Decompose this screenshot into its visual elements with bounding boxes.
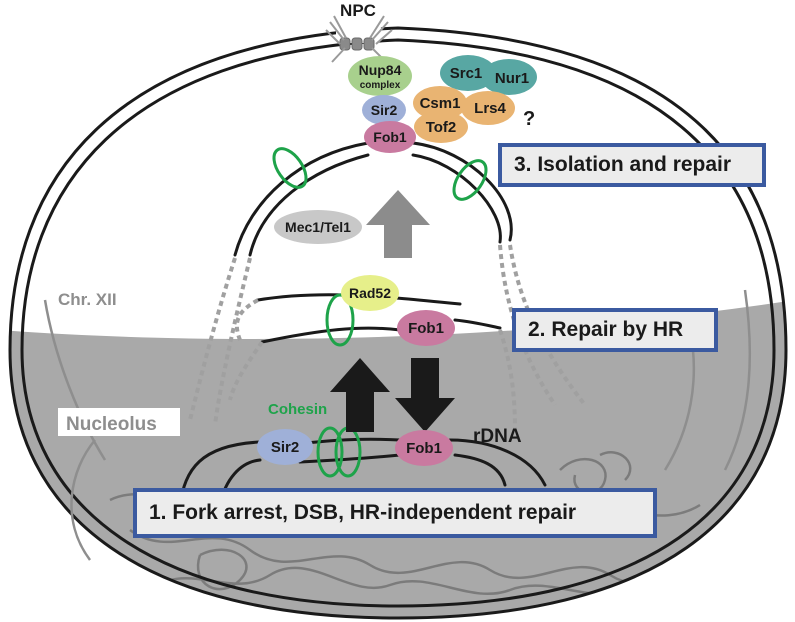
nup84-label: Nup84: [359, 62, 402, 78]
sir2-bottom-bubble: [257, 429, 313, 465]
csm1-bubble: [413, 86, 467, 120]
sir2-top-bubble: [362, 95, 406, 125]
nuclear-envelope-inner: [20, 38, 776, 608]
step-3-label: 3. Isolation and repair: [514, 153, 732, 176]
question-mark: ?: [523, 108, 535, 130]
nur1-bubble: [481, 59, 537, 95]
sir2-top-label: Sir2: [371, 102, 398, 118]
nup84-complex-bubble: [348, 56, 412, 96]
fob1-bottom-bubble: [395, 430, 453, 466]
rdna-label: rDNA: [473, 426, 522, 447]
cohesin-label: Cohesin: [268, 401, 327, 418]
tof2-label: Tof2: [426, 119, 457, 136]
fob1-mid-bubble: [397, 310, 455, 346]
step-2-box: 2. Repair by HR: [512, 308, 718, 352]
rad52-bubble: [341, 275, 399, 311]
tof2-bubble: [414, 111, 468, 143]
src1-label: Src1: [450, 65, 483, 82]
fob1-top-bubble: [364, 121, 416, 153]
nucleolus-label-bg: [58, 408, 180, 436]
fob1-mid-label: Fob1: [408, 320, 444, 337]
csm1-label: Csm1: [420, 95, 461, 112]
rad52-label: Rad52: [349, 285, 391, 301]
nup84-complex-label: complex: [360, 80, 401, 91]
fob1-top-label: Fob1: [373, 129, 407, 145]
mec1-tel1-label: Mec1/Tel1: [285, 219, 351, 235]
step-3-box: 3. Isolation and repair: [498, 143, 766, 187]
nur1-label: Nur1: [495, 70, 529, 87]
nuclear-envelope-outer: [8, 26, 788, 620]
step-arrow-down: [395, 358, 455, 432]
npc-label: NPC: [340, 1, 376, 20]
step-arrow-up: [330, 358, 390, 432]
cohesin-rings: [272, 147, 488, 478]
chromosome-label: Chr. XII: [58, 290, 117, 309]
npc-pore-icon: [325, 15, 393, 63]
isolation-arrow: [366, 190, 430, 258]
step-2-label: 2. Repair by HR: [528, 318, 684, 341]
mec1-tel1-bubble: [274, 210, 362, 244]
sir2-bottom-label: Sir2: [271, 439, 299, 456]
nucleolus-label: Nucleolus: [66, 414, 157, 435]
lrs4-label: Lrs4: [474, 100, 506, 117]
fob1-bottom-label: Fob1: [406, 440, 442, 457]
lrs4-bubble: [461, 91, 515, 125]
step-1-label: 1. Fork arrest, DSB, HR-independent repa…: [149, 501, 577, 524]
src1-bubble: [440, 55, 496, 91]
step-1-box: 1. Fork arrest, DSB, HR-independent repa…: [133, 488, 657, 538]
